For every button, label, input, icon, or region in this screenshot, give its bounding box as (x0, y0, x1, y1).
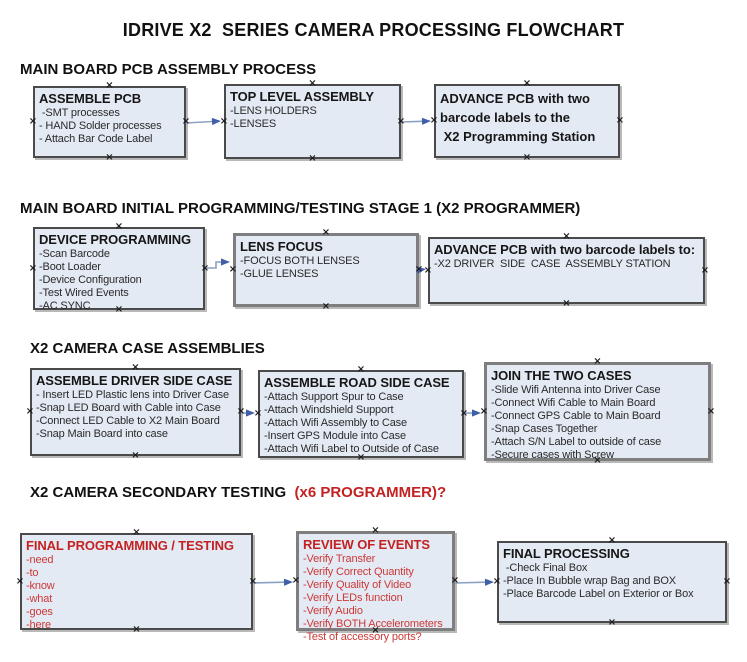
box-item: -Test of accessory ports? (303, 631, 422, 643)
box-text-line: barcode labels to the (440, 110, 571, 125)
box-item: -Scan Barcode (39, 248, 110, 260)
box-item: -Snap LED Board with Cable into Case (36, 402, 221, 414)
box-item: -Insert GPS Module into Case (264, 430, 406, 442)
box-item: -Attach Wifi Label to Outside of Case (264, 443, 439, 455)
box-text-line: X2 Programming Station (440, 129, 596, 144)
box-item: -Connect Wifi Cable to Main Board (491, 397, 656, 409)
flow-box-device-programming[interactable]: DEVICE PROGRAMMING-Scan Barcode-Boot Loa… (33, 227, 205, 312)
connector-arrow[interactable] (205, 258, 230, 269)
flow-box-final-processing[interactable]: FINAL PROCESSING -Check Final Box-Place … (497, 541, 727, 623)
box-item: -Verify LEDs function (303, 592, 403, 604)
connector-arrow[interactable] (252, 578, 293, 586)
box-item: -Attach Support Spur to Case (264, 391, 404, 403)
connector-arrow[interactable] (416, 266, 426, 274)
box-item: -Verify Correct Quantity (303, 566, 414, 578)
box-title: LENS FOCUS (240, 239, 323, 254)
box-title: FINAL PROGRAMMING / TESTING (26, 538, 234, 553)
box-text-line: ADVANCE PCB with two (440, 91, 590, 106)
flow-box-top-level-assembly[interactable]: TOP LEVEL ASSEMBLY-LENS HOLDERS-LENSES (224, 84, 401, 159)
box-title: JOIN THE TWO CASES (491, 368, 632, 383)
box-item: -Verify Audio (303, 605, 363, 617)
box-item: -LENS HOLDERS (230, 105, 317, 117)
box-item: -Attach S/N Label to outside of case (491, 436, 662, 448)
flow-box-assemble-road-side-case[interactable]: ASSEMBLE ROAD SIDE CASE-Attach Support S… (258, 370, 464, 458)
box-item: -what (26, 593, 53, 605)
section-heading-4: X2 CAMERA SECONDARY TESTING (x6 PROGRAMM… (30, 484, 446, 501)
flow-box-assemble-driver-side-case[interactable]: ASSEMBLE DRIVER SIDE CASE- Insert LED Pl… (30, 368, 241, 456)
box-item: -know (26, 580, 55, 592)
flow-box-final-programming-testing[interactable]: FINAL PROGRAMMING / TESTING-need-to-know… (20, 533, 253, 631)
box-item: -Boot Loader (39, 261, 101, 273)
box-title: ADVANCE PCB with two barcode labels to: (434, 242, 695, 257)
section-heading-2: MAIN BOARD INITIAL PROGRAMMING/TESTING S… (20, 200, 580, 217)
box-title: REVIEW OF EVENTS (303, 537, 430, 552)
box-item: -Secure cases with Screw (491, 449, 614, 461)
box-item: - Insert LED Plastic lens into Driver Ca… (36, 389, 229, 401)
connector-arrow[interactable] (400, 117, 431, 125)
heading-part: X2 CAMERA CASE ASSEMBLIES (30, 340, 265, 357)
box-item: -Test Wired Events (39, 287, 129, 299)
box-title: ASSEMBLE ROAD SIDE CASE (264, 375, 450, 390)
section-heading-3: X2 CAMERA CASE ASSEMBLIES (30, 340, 265, 357)
box-title: ASSEMBLE PCB (39, 91, 142, 106)
box-item: -SMT processes (39, 107, 120, 119)
flow-box-advance-pcb-with-two-barcode-labels-to[interactable]: ADVANCE PCB with two barcode labels to:-… (428, 237, 705, 304)
box-item: -FOCUS BOTH LENSES (240, 255, 360, 267)
box-item: -Connect GPS Cable to Main Board (491, 410, 661, 422)
box-item: -Attach Windshield Support (264, 404, 394, 416)
box-item: - Attach Bar Code Label (39, 133, 153, 145)
section-heading-1: MAIN BOARD PCB ASSEMBLY PROCESS (20, 61, 316, 78)
connector-arrow[interactable] (241, 409, 255, 417)
heading-part: X2 CAMERA SECONDARY TESTING (30, 484, 295, 501)
box-item: -here (26, 619, 51, 631)
box-item: -to (26, 567, 39, 579)
flow-box-lens-focus[interactable]: LENS FOCUS-FOCUS BOTH LENSES-GLUE LENSES (233, 233, 419, 307)
box-item: -Verify Transfer (303, 553, 376, 565)
box-title: FINAL PROCESSING (503, 546, 630, 561)
box-item: - HAND Solder processes (39, 120, 162, 132)
box-item: -Verify BOTH Accelerometers (303, 618, 443, 630)
box-item: -AC SYNC (39, 300, 91, 312)
page-title: IDRIVE X2 SERIES CAMERA PROCESSING FLOWC… (122, 20, 625, 40)
connector-arrow[interactable] (464, 409, 481, 417)
box-item: -goes (26, 606, 53, 618)
box-item: -Snap Main Board into case (36, 428, 168, 440)
flow-box-review-of-events[interactable]: REVIEW OF EVENTS-Verify Transfer-Verify … (296, 531, 455, 643)
connector-arrow[interactable] (454, 578, 494, 586)
box-title: TOP LEVEL ASSEMBLY (230, 89, 374, 104)
box-item: -Check Final Box (503, 562, 588, 574)
box-item: -Slide Wifi Antenna into Driver Case (491, 384, 661, 396)
box-item: -Place In Bubble wrap Bag and BOX (503, 575, 676, 587)
box-item: -X2 DRIVER SIDE CASE ASSEMBLY STATION (434, 258, 671, 270)
box-title: ASSEMBLE DRIVER SIDE CASE (36, 373, 233, 388)
heading-part: MAIN BOARD PCB ASSEMBLY PROCESS (20, 61, 317, 78)
flow-box-assemble-pcb[interactable]: ASSEMBLE PCB -SMT processes- HAND Solder… (33, 86, 186, 158)
flow-box-advance-pcb-with-two[interactable]: ADVANCE PCB with two barcode labels to th… (434, 84, 620, 158)
heading-part: (x6 PROGRAMMER)? (294, 484, 447, 501)
box-item: -Device Configuration (39, 274, 142, 286)
box-item: -Verify Quality of Video (303, 579, 412, 591)
box-item: -Attach Wifi Assembly to Case (264, 417, 407, 429)
box-item: -Place Barcode Label on Exterior or Box (503, 588, 694, 600)
connector-arrow[interactable] (185, 117, 221, 126)
box-item: -Snap Cases Together (491, 423, 598, 435)
box-item: -LENSES (230, 118, 277, 130)
flow-box-join-the-two-cases[interactable]: JOIN THE TWO CASES-Slide Wifi Antenna in… (484, 362, 711, 461)
box-title: DEVICE PROGRAMMING (39, 232, 192, 247)
box-item: -GLUE LENSES (240, 268, 319, 280)
box-item: -Connect LED Cable to X2 Main Board (36, 415, 220, 427)
heading-part: MAIN BOARD INITIAL PROGRAMMING/TESTING S… (20, 200, 581, 217)
box-item: -need (26, 554, 54, 566)
